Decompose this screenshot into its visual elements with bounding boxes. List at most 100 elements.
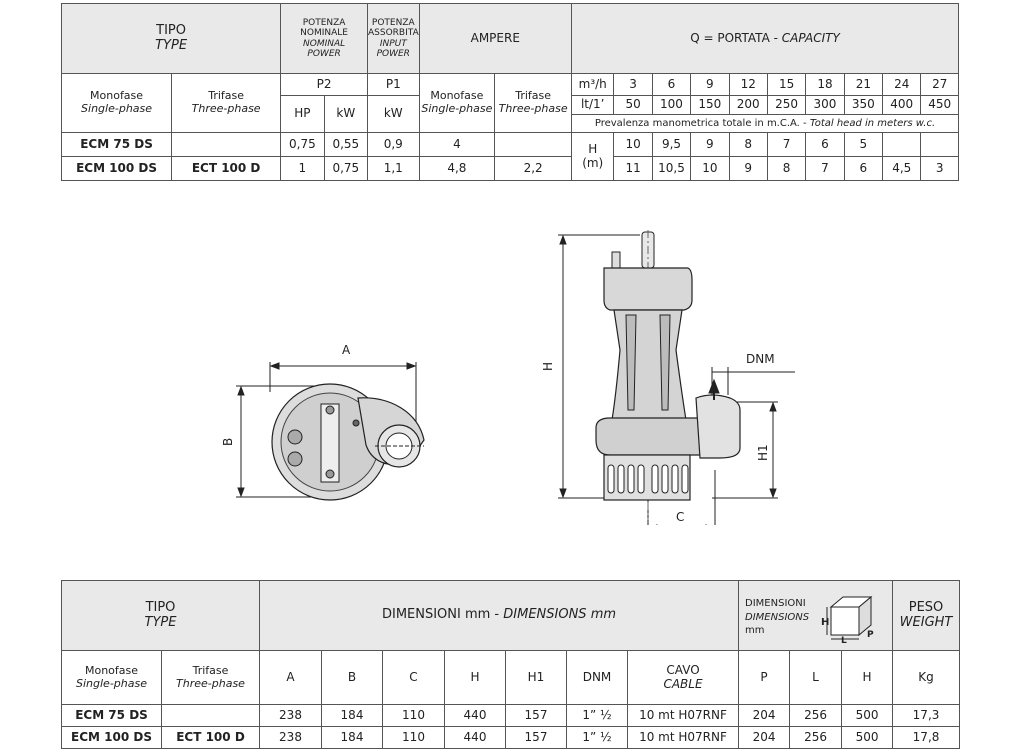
dim-label-c: C: [676, 510, 684, 524]
m3h-value: 12: [728, 73, 768, 96]
dim-a: 238: [259, 726, 322, 749]
head-value: 9: [728, 156, 768, 181]
hp-value: 0,75: [280, 132, 325, 157]
weight-value: 17,3: [892, 704, 961, 727]
dim-label-b: B: [221, 438, 235, 446]
box-h: 500: [841, 726, 894, 749]
dim-b: 184: [321, 704, 383, 727]
col-h-header: H: [444, 650, 506, 705]
p1-header: P1: [367, 73, 420, 96]
svg-text:H: H: [821, 617, 829, 628]
head-value: 9: [690, 132, 730, 157]
model-mono: ECM 75 DS: [60, 132, 173, 157]
lt1-value: 450: [920, 95, 959, 115]
head-note: Prevalenza manometrica totale in m.C.A. …: [571, 114, 959, 133]
lt1-value: 300: [805, 95, 845, 115]
col-dnm-header: DNM: [566, 650, 628, 705]
head-unit-label: H(m): [571, 132, 615, 181]
dim-h: 440: [444, 726, 506, 749]
box-l-header: L: [789, 650, 843, 705]
model-mono: ECM 75 DS: [61, 704, 162, 727]
dim-dnm: 1” ½: [566, 726, 628, 749]
head-value: 9,5: [651, 132, 692, 157]
lt1-value: 50: [613, 95, 653, 115]
head-value: 3: [920, 156, 959, 181]
kw-header: kW: [323, 95, 369, 133]
dim-c: 110: [382, 704, 445, 727]
box-l: 256: [789, 726, 843, 749]
m3h-value: 24: [882, 73, 922, 96]
model-tri: [171, 132, 282, 157]
dim-h: 440: [444, 704, 506, 727]
m3h-value: 3: [613, 73, 653, 96]
box-p: 204: [738, 704, 791, 727]
amp-tri-value: [494, 132, 573, 157]
amp-tri-value: 2,2: [494, 156, 573, 181]
table-row: ECM 75 DS 238 184 110 440 157 1” ½ 10 mt…: [61, 704, 961, 727]
dim-h1: 157: [505, 726, 567, 749]
head-value: 8: [728, 132, 768, 157]
head-value: 8: [766, 156, 807, 181]
col-b-header: B: [321, 650, 383, 705]
p1-value: 0,9: [367, 132, 420, 157]
capacity-header: Q = PORTATA - CAPACITY: [571, 3, 959, 74]
m3h-value: 21: [843, 73, 884, 96]
head-value: 6: [805, 132, 845, 157]
lt1-value: 200: [728, 95, 768, 115]
lt1-label: lt/1’: [571, 95, 615, 115]
kw-value: 0,55: [323, 132, 369, 157]
dim-label-dnm: DNM: [746, 352, 775, 366]
dim-label-h1: H1: [756, 444, 770, 461]
p1-kw-header: kW: [367, 95, 420, 133]
dim-b: 184: [321, 726, 383, 749]
head-value: 10,5: [651, 156, 692, 181]
amp-mono-value: 4,8: [418, 156, 496, 181]
head-value: 5: [843, 132, 884, 157]
amp-mono-value: 4: [418, 132, 496, 157]
col-c-header: C: [382, 650, 445, 705]
svg-text:L: L: [841, 636, 847, 643]
model-tri: ECT 100 D: [171, 156, 282, 181]
p1-value: 1,1: [367, 156, 420, 181]
lt1-value: 350: [843, 95, 884, 115]
box-p-header: P: [738, 650, 791, 705]
dim-label-h: H: [541, 362, 555, 371]
p2-header: P2: [280, 73, 369, 96]
dim-label-a: A: [342, 343, 351, 357]
lt1-value: 250: [766, 95, 807, 115]
lt1-value: 100: [651, 95, 692, 115]
pump-dimension-drawings: A B: [221, 230, 795, 525]
cable-value: 10 mt H07RNF: [626, 704, 740, 727]
m3h-value: 27: [920, 73, 959, 96]
hp-value: 1: [280, 156, 325, 181]
head-value: 11: [613, 156, 653, 181]
dim-h1: 157: [505, 704, 567, 727]
hp-header: HP: [280, 95, 325, 133]
m3h-label: m³/h: [571, 73, 615, 96]
m3h-value: 15: [766, 73, 807, 96]
m3h-value: 6: [651, 73, 692, 96]
m3h-value: 18: [805, 73, 845, 96]
ampere-header: AMPERE: [418, 3, 573, 74]
model-mono: ECM 100 DS: [60, 156, 173, 181]
lt1-value: 400: [882, 95, 922, 115]
head-value: [882, 132, 922, 157]
box-h-header: H: [841, 650, 894, 705]
m3h-value: 9: [690, 73, 730, 96]
dimensions-header: DIMENSIONI mm - DIMENSIONS mm: [258, 580, 740, 651]
lt1-value: 150: [690, 95, 730, 115]
cable-value: 10 mt H07RNF: [626, 726, 740, 749]
